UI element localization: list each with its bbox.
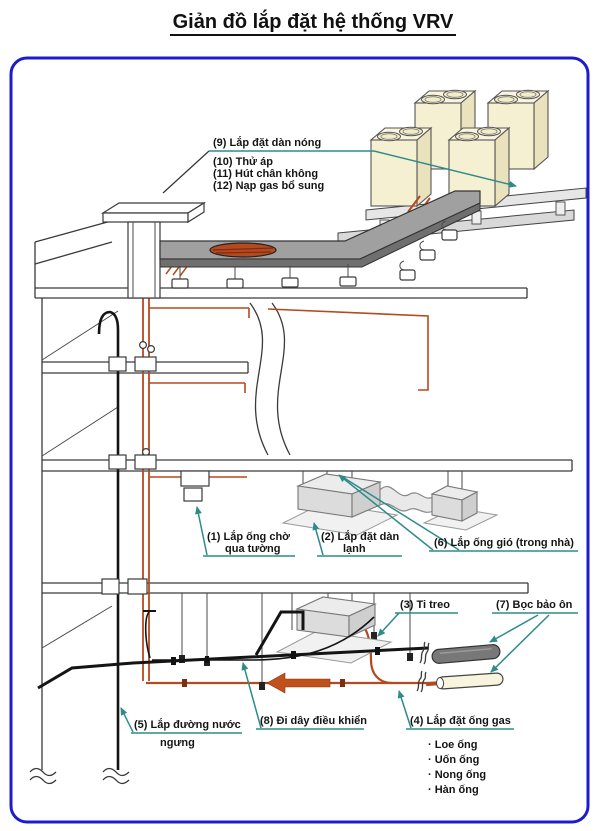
- duct-outlet-box: [422, 485, 499, 531]
- callout-2-text2: lạnh: [343, 543, 366, 555]
- tray-pipe-cutout: [209, 242, 277, 258]
- pipe-tray: [159, 190, 481, 289]
- callout-2-text: (2) Lắp đặt dàn: [321, 530, 400, 543]
- callout-10-12-group: (10) Thử áp (11) Hút chân không (12) Nạp…: [213, 156, 324, 192]
- callout-6-text: (6) Lắp ống gió (trong nhà): [434, 536, 574, 549]
- callout-5-text2: ngưng: [160, 737, 195, 749]
- callout-1-text2: qua tường: [225, 543, 281, 555]
- callout-10-text: (10) Thử áp: [213, 156, 273, 168]
- callout-4-item: · Uốn ống: [428, 754, 479, 766]
- callout-4-item: · Nong ống: [428, 769, 486, 781]
- callout-4-text: (4) Lắp đặt ống gas: [410, 714, 511, 727]
- diagram-border: [9, 56, 590, 824]
- callout-3-group: (3) Ti treo: [377, 599, 458, 637]
- indoor-unit-lower: [275, 596, 393, 664]
- callout-1-group: (1) Lắp ống chờ qua tường: [195, 506, 295, 557]
- callout-8-group: (8) Đi dây điều khiển: [241, 662, 367, 730]
- building-structure: [34, 217, 573, 770]
- pipe-break-symbols: [29, 767, 130, 785]
- callout-4-group: (4) Lắp đặt ống gas · Loe ống · Uốn ống …: [397, 690, 514, 796]
- callout-7-group: (7) Bọc bảo ôn: [489, 599, 578, 673]
- diagram-title: Giản đồ lắp đặt hệ thống VRV: [173, 9, 454, 33]
- callout-4-item: · Hàn ống: [428, 784, 479, 796]
- pipe-sleeves: [101, 356, 210, 595]
- callout-11-text: (11) Hút chân không: [213, 168, 318, 180]
- callout-5-text: (5) Lắp đường nước: [134, 718, 241, 731]
- callout-2-group: (2) Lắp đặt dàn lạnh: [312, 522, 402, 557]
- insulated-pipe-white: [425, 672, 504, 690]
- page-title: Giản đồ lắp đặt hệ thống VRV: [170, 9, 456, 36]
- outdoor-unit: [370, 126, 432, 207]
- callout-5-group: (5) Lắp đường nước ngưng: [120, 707, 242, 749]
- callout-6-group: (6) Lắp ống gió (trong nhà): [338, 474, 578, 552]
- indoor-unit-upper: [281, 471, 499, 536]
- drain-pipe: [97, 310, 120, 770]
- callout-3-text: (3) Ti treo: [400, 599, 450, 611]
- insulated-pipe-dark: [431, 644, 501, 664]
- callout-8-text: (8) Đi dây điều khiển: [260, 715, 367, 727]
- callout-7-text: (7) Bọc bảo ôn: [496, 599, 573, 611]
- callout-1-text: (1) Lắp ống chờ: [207, 530, 290, 543]
- control-wiring: [37, 610, 429, 690]
- flow-arrow: [266, 672, 331, 694]
- callout-12-text: (12) Nạp gas bổ sung: [213, 180, 324, 192]
- tray-feet: [171, 220, 458, 289]
- callout-9-group: (9) Lắp đặt dàn nóng: [162, 136, 517, 194]
- roof-column: [100, 201, 207, 299]
- callout-9-text: (9) Lắp đặt dàn nóng: [213, 136, 321, 149]
- insulated-pipe-samples: [416, 641, 504, 693]
- condensate-line-lower: [143, 610, 375, 663]
- callout-4-item: · Loe ống: [428, 739, 478, 751]
- flexible-air-duct: [379, 486, 434, 513]
